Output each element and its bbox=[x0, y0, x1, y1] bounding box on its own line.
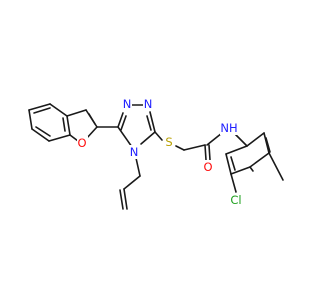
nitrogen-label-3: N bbox=[130, 145, 139, 159]
nitrogen-label-1: N bbox=[123, 97, 132, 111]
amide-nh-label: NH bbox=[220, 121, 237, 135]
sulfur-label: S bbox=[165, 135, 172, 149]
oxygen-label-carbonyl: O bbox=[203, 160, 212, 174]
nitrogen-label-2: N bbox=[144, 97, 153, 111]
molecule-canvas: N N N O S O NH Cl bbox=[28, 97, 284, 210]
chlorine-label: Cl bbox=[230, 193, 241, 207]
benzofuran-furan-ring bbox=[66, 109, 98, 142]
benzofuran-benzene-ring bbox=[28, 103, 71, 142]
triazole-ring bbox=[96, 104, 156, 148]
oxygen-label-furan: O bbox=[77, 136, 86, 150]
thioacetamide-linker bbox=[154, 131, 248, 161]
chloromethylphenyl-ring bbox=[225, 132, 284, 193]
structure-drawing: N N N O S O NH Cl bbox=[28, 97, 284, 210]
allyl-group bbox=[119, 157, 141, 210]
atom-labels: N N N O S O NH Cl bbox=[77, 97, 245, 207]
